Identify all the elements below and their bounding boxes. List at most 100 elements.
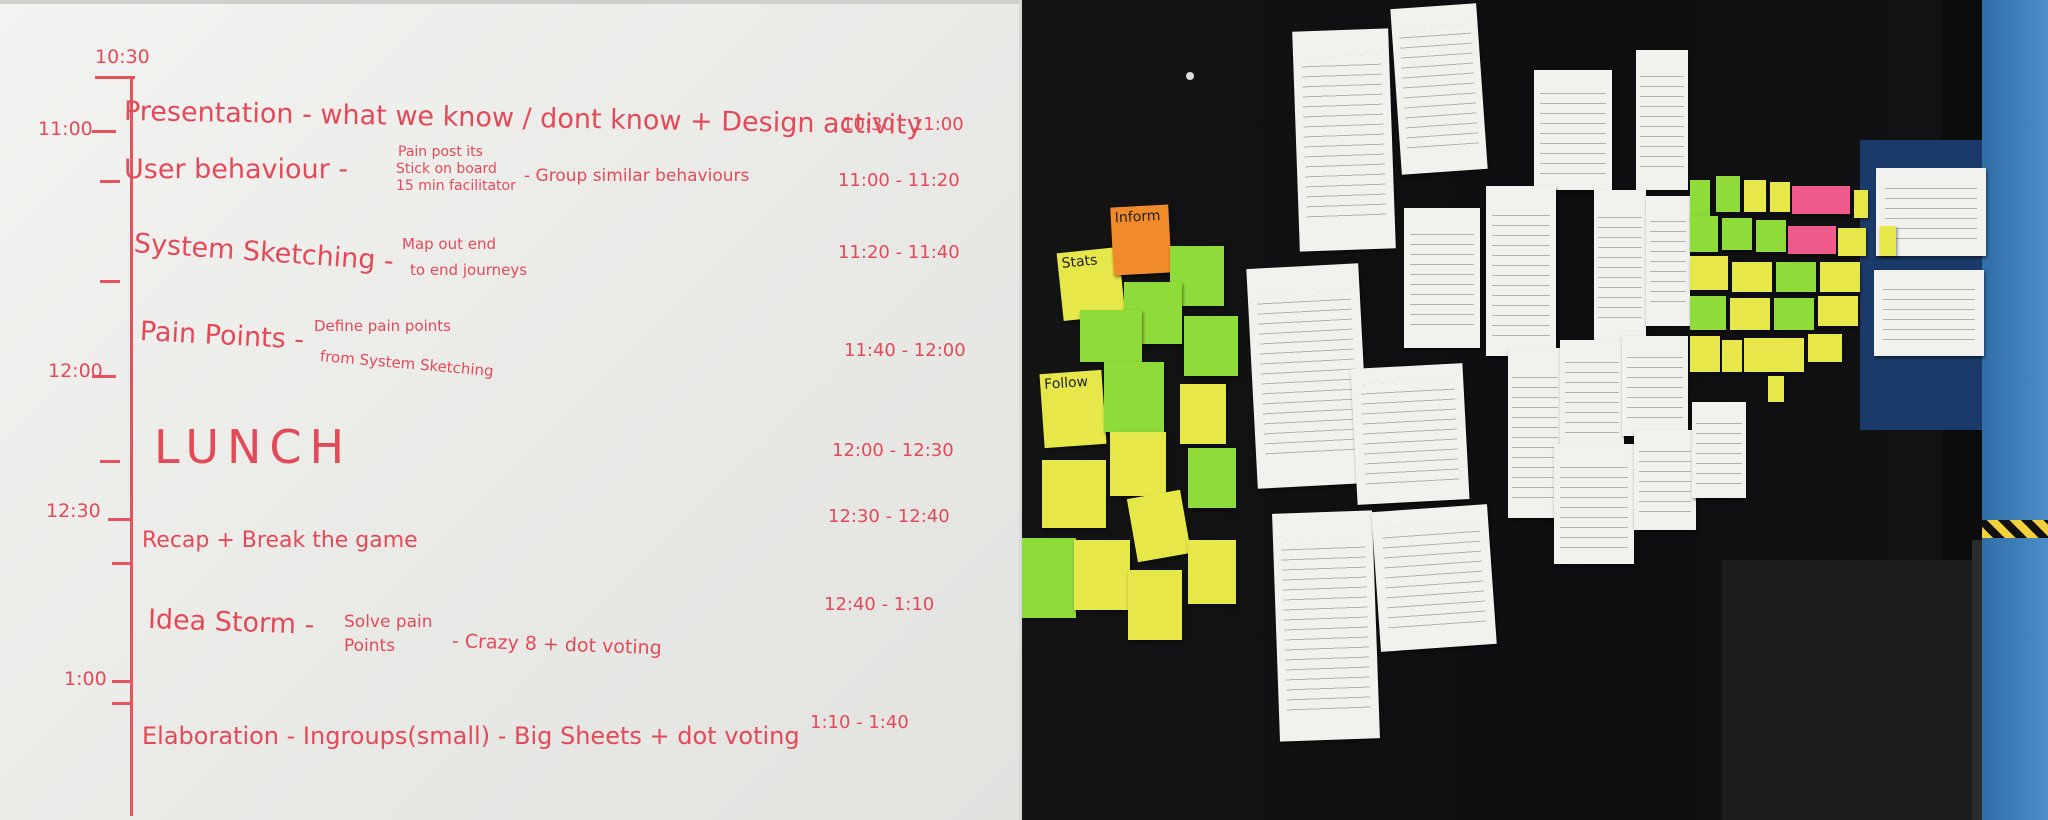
sticky-note: [1788, 226, 1836, 254]
paper-sheet: [1350, 363, 1470, 505]
agenda-item-slot: 12:30 - 12:40: [828, 506, 950, 527]
paper-sheet: [1534, 70, 1612, 190]
timeline-tick: [100, 280, 120, 283]
sticky-note: [1080, 310, 1142, 362]
agenda-item-trail: - Crazy 8 + dot voting: [451, 630, 663, 660]
time-label: 12:00: [48, 360, 103, 382]
paper-sheet: [1272, 510, 1380, 742]
paper-sheet: [1876, 168, 1986, 256]
sticky-note: [1128, 570, 1182, 640]
timeline-tick: [112, 702, 132, 705]
agenda-item-slot: 11:00 - 11:20: [838, 170, 960, 191]
sticky-note: [1690, 216, 1718, 252]
doorway: [1982, 0, 2048, 820]
sticky-note: Inform: [1110, 204, 1172, 276]
agenda-item-note: Points: [344, 636, 396, 656]
whiteboard-frame-top: [0, 0, 1022, 4]
sticky-note: [1880, 226, 1896, 256]
sticky-note: [1188, 448, 1236, 508]
timeline-tick: [112, 562, 132, 565]
agenda-item-trail: - Group similar behaviours: [524, 166, 750, 186]
paper-sheet: [1646, 196, 1690, 326]
paper-sheet: [1874, 270, 1984, 356]
agenda-item-note: to end journeys: [410, 261, 528, 279]
sticky-note: [1768, 376, 1784, 402]
workshop-wall-photo: Stats Inform Follow: [1022, 0, 2048, 820]
sticky-note: [1188, 540, 1236, 604]
hazard-stripe: [1982, 520, 2048, 538]
sticky-note: [1180, 384, 1226, 444]
sticky-note: [1744, 338, 1804, 372]
time-label: 10:30: [95, 46, 150, 68]
sticky-note: [1792, 186, 1850, 214]
paper-sheet: [1554, 444, 1634, 564]
whiteboard-photo: 10:30 11:00 12:00 12:30 1:00 Presentatio…: [0, 0, 1022, 820]
agenda-item-slot: 12:00 - 12:30: [832, 440, 954, 461]
paper-sheet: [1636, 50, 1688, 190]
paper-sheet: [1692, 402, 1746, 498]
sticky-note: [1770, 182, 1790, 212]
sticky-note: Follow: [1039, 369, 1107, 449]
sticky-note: [1730, 298, 1770, 330]
pin: [1186, 72, 1194, 80]
agenda-item-note: 15 min facilitator: [396, 178, 516, 194]
sticky-note: [1110, 432, 1166, 496]
timeline-tick: [92, 130, 116, 133]
timeline-tick: [112, 680, 132, 683]
agenda-item-title: Elaboration - Ingroups(small) - Big Shee…: [142, 722, 800, 750]
sticky-note: [1690, 336, 1720, 372]
agenda-item-slot: 11:20 - 11:40: [838, 242, 960, 263]
agenda-item-slot: 12:40 - 1:10: [824, 594, 935, 615]
time-label: 1:00: [64, 668, 107, 690]
paper-sheet: [1622, 336, 1688, 436]
timeline-tick: [92, 375, 116, 378]
timeline-tick: [108, 518, 132, 521]
sticky-note: [1808, 334, 1842, 362]
agenda-item-note: Solve pain: [344, 612, 433, 632]
agenda-item-note: Pain post its: [398, 144, 483, 160]
paper-sheet: [1508, 348, 1562, 518]
agenda-item-title: Idea Storm -: [147, 604, 315, 641]
paper-sheet: [1486, 186, 1556, 356]
sticky-note: [1838, 228, 1866, 256]
paper-sheet: [1292, 28, 1396, 252]
sticky-note: [1722, 340, 1742, 372]
agenda-item-title: Recap + Break the game: [142, 528, 418, 553]
paper-sheet: [1390, 3, 1488, 175]
sticky-note: [1756, 220, 1786, 252]
time-label: 11:00: [38, 118, 93, 140]
agenda-item-title: Presentation - what we know / dont know …: [123, 96, 923, 141]
sticky-note: [1184, 316, 1238, 376]
sticky-note: [1022, 538, 1076, 618]
agenda-item-note: from System Sketching: [319, 347, 495, 381]
sticky-note: [1722, 218, 1752, 250]
paper-sheet: [1634, 430, 1696, 530]
sticky-note-label: Inform: [1114, 207, 1161, 227]
sticky-note: [1744, 180, 1766, 212]
agenda-item-title: Pain Points -: [139, 316, 305, 356]
sticky-note: [1732, 262, 1772, 292]
agenda-item-slot: 10:30 - 11:00: [842, 114, 964, 135]
sticky-note-label: Stats: [1060, 252, 1099, 272]
agenda-item-note: Stick on board: [396, 161, 497, 177]
agenda-item-title: User behaviour -: [124, 154, 349, 185]
paper-sheet: [1371, 504, 1497, 652]
sticky-note: [1042, 460, 1106, 528]
agenda-item-slot: 1:10 - 1:40: [810, 712, 909, 733]
paper-sheet: [1594, 190, 1646, 340]
agenda-item-title: LUNCH: [154, 420, 353, 474]
timeline-line: [130, 76, 133, 816]
sticky-note: [1690, 256, 1728, 290]
agenda-item-note: Define pain points: [314, 317, 451, 335]
sticky-note: [1854, 190, 1868, 218]
agenda-item-note: Map out end: [402, 235, 497, 253]
whiteboard-frame-right: [1019, 0, 1022, 820]
timeline-tick: [95, 76, 135, 79]
sticky-note: [1818, 296, 1858, 326]
sticky-note: [1690, 180, 1710, 220]
time-label: 12:30: [46, 500, 101, 522]
sticky-note: [1104, 362, 1164, 432]
sticky-note: [1774, 298, 1814, 330]
timeline-tick: [100, 460, 120, 463]
sticky-note: [1716, 176, 1740, 212]
